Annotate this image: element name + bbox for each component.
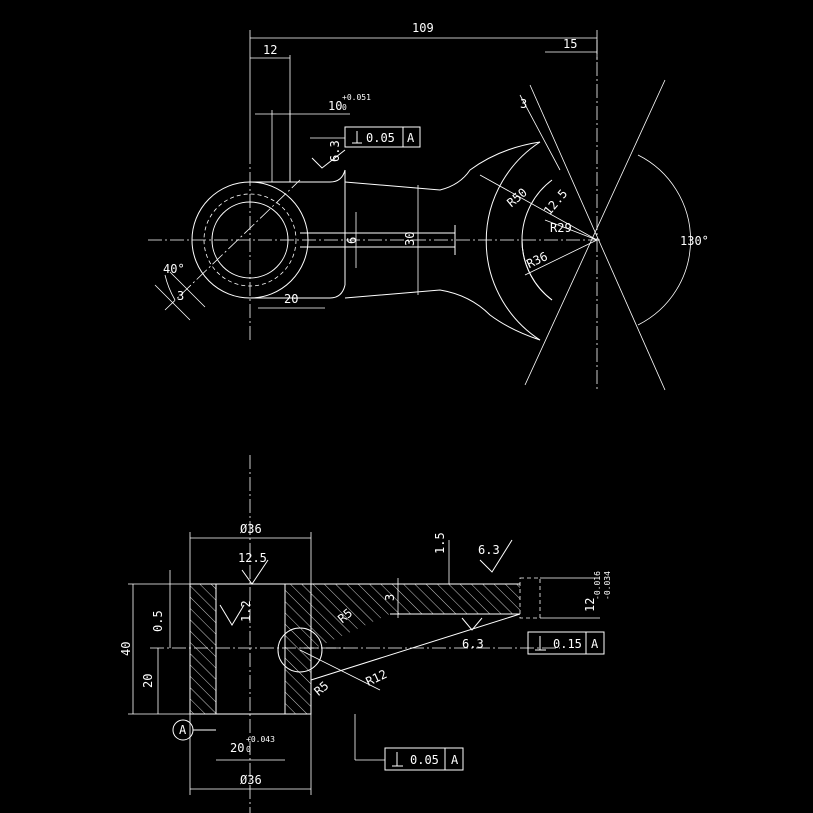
- roughness-symbol-bottom: [461, 617, 483, 631]
- dim-bore-diameter: 20: [230, 741, 244, 755]
- section-view: A 0.15 A 0.05 A Ø36 12.5 0.5 40 20: [119, 455, 612, 813]
- dim-total-height: 40: [119, 642, 133, 656]
- dim-chamfer-lower: R5: [311, 678, 331, 698]
- arm-upper-edge: [344, 141, 541, 191]
- top-view: 109 12 15 10 +0.051 0 0.05 A 6.3 6 30 20…: [148, 21, 709, 391]
- dim-inner-roughness: 1.2: [239, 600, 253, 622]
- dim-height-lower: 20: [141, 674, 155, 688]
- dim-bore-tol-upper: +0.043: [246, 735, 275, 744]
- perp-value-right: 0.15: [553, 637, 582, 651]
- datum-a-label: A: [179, 723, 187, 737]
- dim-slot-width: 10: [328, 99, 342, 113]
- roughness-symbol-inner: [219, 604, 245, 626]
- dim-roughness-right: 6.3: [478, 543, 500, 557]
- arc-chamfer-line: [519, 94, 561, 171]
- dim-right-offset: 15: [563, 37, 577, 51]
- pin-hole-circle: [277, 627, 323, 673]
- perp-datum-bottom: A: [451, 753, 459, 767]
- boss-body-outline: [250, 169, 346, 299]
- dim-flange-thickness: 1.5: [433, 532, 447, 554]
- leader-r12: [299, 649, 381, 691]
- boss-hidden-circle: [203, 193, 297, 287]
- arm-lower-edge: [344, 289, 541, 341]
- roughness-symbol-right: [479, 539, 513, 573]
- arm-web-edge: [310, 613, 521, 681]
- angle-40-arc: [164, 274, 176, 301]
- dim-end-tol-lower: -0.034: [603, 571, 612, 600]
- r29-leader: [544, 219, 598, 241]
- dim-arm-height: 30: [403, 232, 417, 246]
- dim-boss-length: 20: [284, 292, 298, 306]
- dim-roughness-top: 12.5: [238, 551, 267, 565]
- hatch-right-wall: [285, 584, 311, 714]
- boss-bore-circle: [211, 201, 289, 279]
- dim-radius-web: R12: [364, 667, 390, 689]
- dim-chamfer-top: 3: [520, 97, 527, 111]
- dim-diameter-top: Ø36: [240, 522, 262, 536]
- chamfer-left-line-2: [169, 271, 206, 308]
- dim-slot-depth: 3: [383, 594, 397, 601]
- dim-radius-mid: R29: [550, 221, 572, 235]
- roughness-symbol-top: [241, 559, 269, 585]
- hatch-arm: [311, 584, 520, 650]
- dim-angle-left: 40°: [163, 262, 185, 276]
- perp-datum-top: A: [407, 131, 415, 145]
- section-bore-outline: [215, 583, 286, 715]
- perp-value-top: 0.05: [366, 131, 395, 145]
- arc-r36-lower: [521, 239, 553, 301]
- dim-chamfer-left: 3: [177, 289, 184, 303]
- boss-diagonal-centerline: [164, 179, 301, 311]
- dim-diameter-bottom: Ø36: [240, 773, 262, 787]
- r50-leader: [479, 174, 598, 241]
- dim-bore-tol-lower: 0: [246, 745, 251, 754]
- dim-height-upper: 0.5: [151, 610, 165, 632]
- perpendicularity-frame-top: 0.05 A: [344, 126, 421, 148]
- dim-rib-thickness: 6: [345, 237, 359, 244]
- hatch-left-wall: [190, 584, 216, 714]
- roughness-symbol-slot: [311, 149, 346, 169]
- dim-boss-offset: 12: [263, 43, 277, 57]
- angle-130-arc: [637, 154, 691, 326]
- dim-end: 12: [583, 598, 597, 612]
- dim-radius-outer: R50: [504, 185, 530, 210]
- r36-leader: [524, 239, 598, 276]
- chamfer-left-line-1: [154, 284, 191, 321]
- dim-end-tol-upper: -0.016: [593, 571, 602, 600]
- dim-slot-tol-upper: +0.051: [342, 93, 371, 102]
- perp-value-bottom: 0.05: [410, 753, 439, 767]
- roughness-slot-value: 6.3: [328, 140, 342, 162]
- dim-roughness-arc: 12.5: [541, 187, 570, 218]
- arc-r50: [485, 141, 541, 341]
- dim-radius-inner: R36: [524, 249, 550, 271]
- arm-end-hidden: [519, 577, 541, 619]
- dim-overall-width: 109: [412, 21, 434, 35]
- datum-a-marker: A: [172, 719, 216, 741]
- perpendicularity-frame-right: 0.15 A: [527, 631, 605, 655]
- dim-angle-right: 130°: [680, 234, 709, 248]
- angle-line-lower: [529, 84, 666, 391]
- perpendicularity-frame-bottom: 0.05 A: [384, 747, 464, 771]
- dim-roughness-bottom: 6.3: [462, 637, 484, 651]
- perp-datum-right: A: [591, 637, 599, 651]
- dim-slot-tol-lower: 0: [342, 103, 347, 112]
